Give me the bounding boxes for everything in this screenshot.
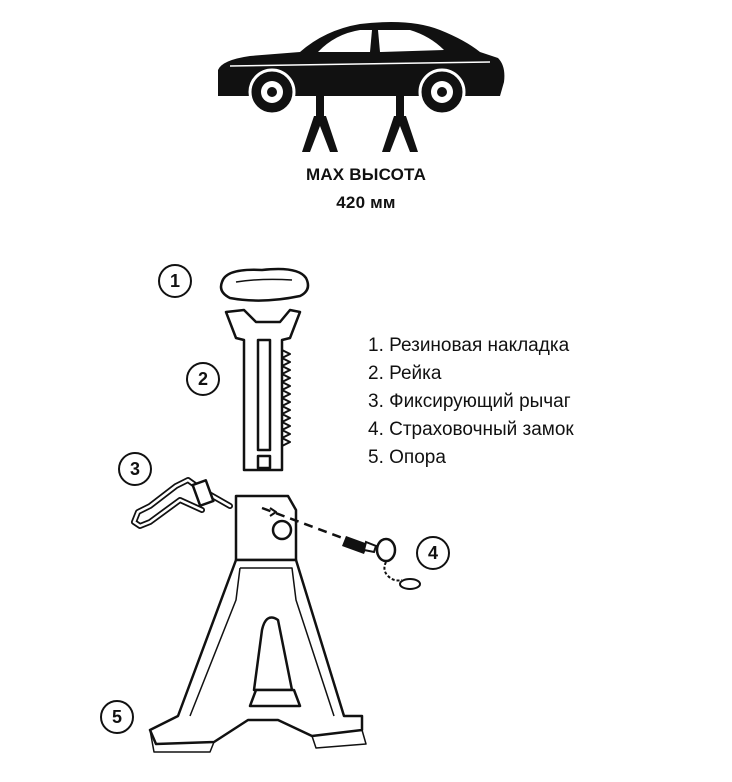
callout-1: 1 <box>158 264 192 298</box>
safety-lock <box>261 506 421 590</box>
callout-5: 5 <box>100 700 134 734</box>
car-illustration <box>218 22 505 116</box>
legend-item-rail: 2. Рейка <box>368 363 442 384</box>
callout-3: 3 <box>118 452 152 486</box>
max-height-value: 420 мм <box>336 193 396 212</box>
max-height-caption: MAX ВЫСОТА <box>305 165 427 184</box>
legend-item-support: 5. Опора <box>368 447 446 468</box>
small-stands <box>302 96 418 152</box>
legend-item-locking-lever: 3. Фиксирующий рычаг <box>368 391 571 412</box>
callout-2: 2 <box>186 362 220 396</box>
legend-item-safety-lock: 4. Страховочный замок <box>368 419 574 440</box>
callout-4: 4 <box>416 536 450 570</box>
legend-item-rubber-pad: 1. Резиновая накладка <box>368 335 570 356</box>
parts-legend: 1. Резиновая накладка 2. Рейка 3. Фиксир… <box>368 332 574 472</box>
jack-stand-exploded <box>131 267 367 753</box>
